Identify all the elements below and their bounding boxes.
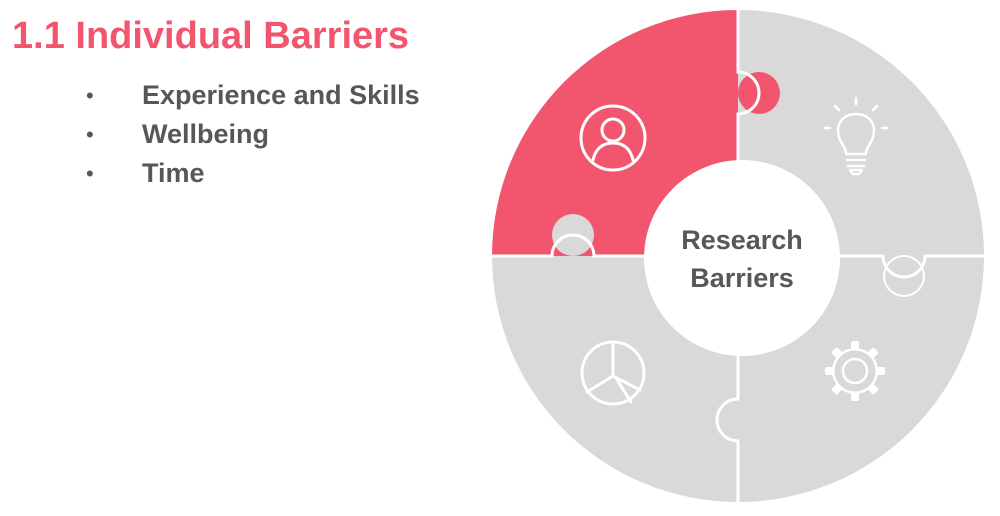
person-icon xyxy=(579,104,647,172)
pie-chart-icon xyxy=(580,340,646,406)
center-circle xyxy=(644,160,840,356)
puzzle-seams xyxy=(490,8,986,504)
list-item-text: Wellbeing xyxy=(142,119,270,149)
bullet-marker: • xyxy=(86,122,94,147)
gear-icon xyxy=(825,341,885,401)
slide-title: 1.1 Individual Barriers xyxy=(12,15,410,57)
list-item-text: Experience and Skills xyxy=(142,80,420,110)
center-label-line2: Barriers xyxy=(690,263,794,293)
center-label-line1: Research xyxy=(681,225,803,255)
bullet-marker: • xyxy=(86,83,94,108)
list-item-text: Time xyxy=(142,158,205,188)
bullet-marker: • xyxy=(86,161,94,186)
lightbulb-icon xyxy=(823,96,889,176)
